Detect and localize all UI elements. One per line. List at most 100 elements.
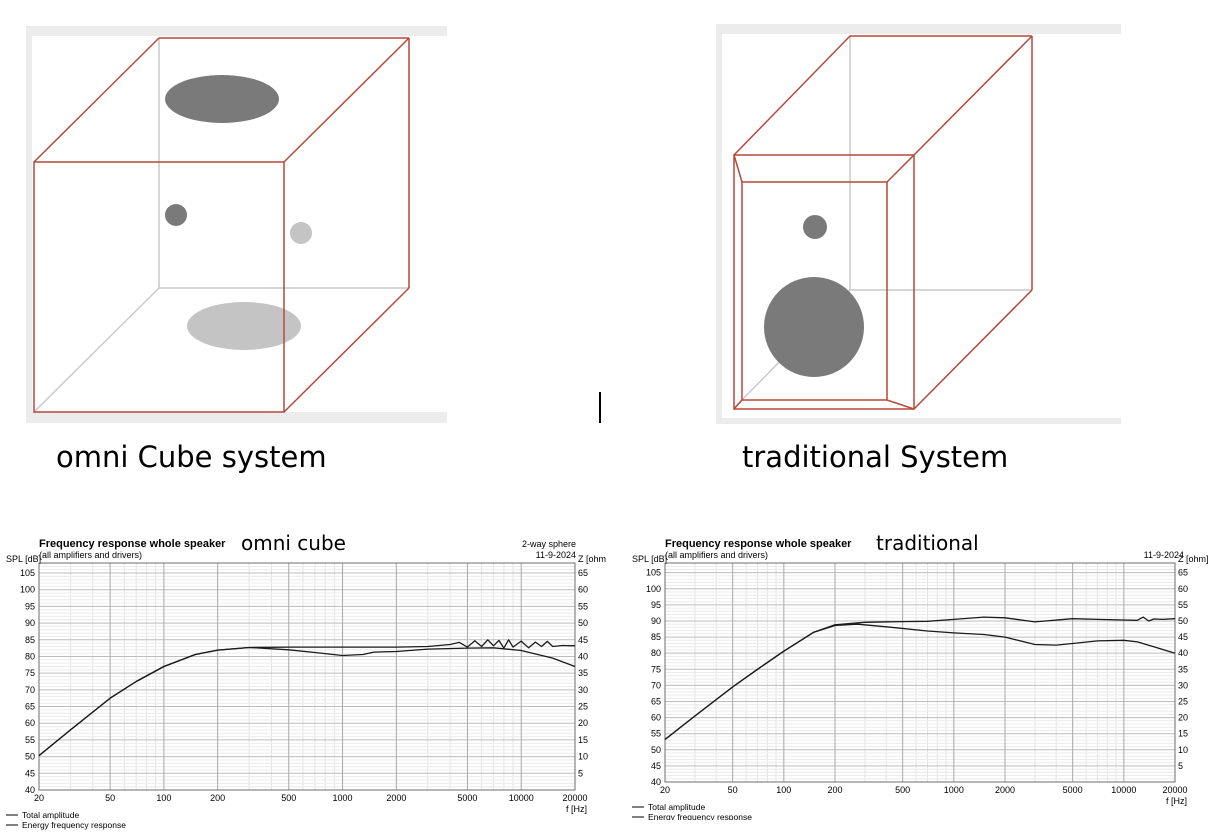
chart-omni: Frequency response whole speaker(all amp…	[0, 532, 609, 837]
omni-caption: omni Cube system	[56, 440, 327, 474]
y2-tick-label: 45	[1178, 632, 1188, 642]
legend-label: Total amplitude	[22, 810, 79, 820]
tweeter-icon	[803, 215, 827, 239]
y-tick-label: 50	[25, 752, 35, 762]
y-tick-label: 45	[25, 768, 35, 778]
traditional-frequency-chart: Frequency response whole speaker(all amp…	[632, 538, 1209, 822]
y2-tick-label: 15	[578, 735, 588, 745]
back-tweeter-icon	[165, 204, 187, 226]
y-tick-label: 90	[25, 618, 35, 628]
y-axis-label: SPL [dB]	[632, 554, 667, 564]
y-tick-label: 70	[651, 680, 661, 690]
y2-axis-label: Z [ohm]	[578, 554, 606, 564]
legend-label: Energy frequency response	[648, 812, 752, 820]
y2-tick-label: 20	[578, 718, 588, 728]
y-tick-label: 70	[25, 685, 35, 695]
y2-tick-label: 25	[578, 702, 588, 712]
y-axis-label: SPL [dB]	[6, 554, 41, 564]
y2-tick-label: 50	[578, 618, 588, 628]
series-energy-response	[664, 623, 1176, 741]
y-tick-label: 85	[651, 632, 661, 642]
y2-tick-label: 10	[578, 752, 588, 762]
y-tick-label: 80	[651, 648, 661, 658]
traditional-box-view	[716, 24, 1121, 424]
y2-tick-label: 40	[1178, 648, 1188, 658]
y2-tick-label: 40	[578, 651, 588, 661]
x-tick-label: 10000	[509, 793, 534, 803]
x-tick-label: 5000	[457, 793, 477, 803]
y2-axis-label: Z [ohm]	[1178, 554, 1209, 564]
x-tick-label: 500	[281, 793, 296, 803]
bottom-driver-icon	[187, 302, 301, 350]
chart-title: Frequency response whole speaker	[39, 538, 226, 550]
y2-tick-label: 5	[1178, 761, 1183, 771]
woofer-icon	[764, 277, 864, 377]
y2-tick-label: 45	[578, 635, 588, 645]
y-tick-label: 95	[651, 600, 661, 610]
y2-tick-label: 65	[1178, 568, 1188, 578]
top-driver-icon	[165, 75, 279, 123]
x-tick-label: 1000	[333, 793, 353, 803]
x-tick-label: 200	[827, 785, 842, 795]
chart-omni-overlay-label: omni cube	[241, 531, 346, 555]
y-tick-label: 75	[651, 664, 661, 674]
y2-tick-label: 55	[1178, 600, 1188, 610]
y2-tick-label: 30	[578, 685, 588, 695]
y-tick-label: 50	[651, 745, 661, 755]
series-total-amplitude	[38, 639, 576, 757]
x-tick-label: 50	[728, 785, 738, 795]
y-tick-label: 100	[20, 585, 35, 595]
y-tick-label: 105	[20, 568, 35, 578]
y2-tick-label: 35	[1178, 664, 1188, 674]
x-tick-label: 1000	[944, 785, 964, 795]
y2-tick-label: 5	[578, 768, 583, 778]
x-tick-label: 2000	[995, 785, 1015, 795]
y-tick-label: 85	[25, 635, 35, 645]
side-tweeter-icon	[290, 222, 312, 244]
x-axis-label: f [Hz]	[1166, 796, 1187, 806]
y2-tick-label: 20	[1178, 713, 1188, 723]
y-tick-label: 55	[25, 735, 35, 745]
x-tick-label: 100	[776, 785, 791, 795]
chart-subtitle: (all amplifiers and drivers)	[39, 550, 142, 560]
y-tick-label: 40	[25, 785, 35, 795]
y2-tick-label: 25	[1178, 696, 1188, 706]
plot-frame	[664, 562, 1176, 783]
omni-cube-view	[26, 26, 447, 423]
x-tick-label: 200	[210, 793, 225, 803]
y2-tick-label: 65	[578, 568, 588, 578]
chart-note: 2-way sphere	[522, 539, 576, 549]
y-tick-label: 105	[646, 568, 661, 578]
series-energy-response	[38, 646, 576, 757]
x-tick-label: 10000	[1111, 785, 1136, 795]
legend-label: Total amplitude	[648, 802, 705, 812]
cube-visible-edges	[33, 37, 410, 413]
y-tick-label: 55	[651, 729, 661, 739]
x-tick-label: 100	[156, 793, 171, 803]
chart-date: 11-9-2024	[536, 550, 576, 560]
x-tick-label: 20000	[1162, 785, 1187, 795]
y-tick-label: 60	[25, 718, 35, 728]
x-tick-label: 2000	[386, 793, 406, 803]
y2-tick-label: 50	[1178, 616, 1188, 626]
x-tick-label: 20	[660, 785, 670, 795]
text-cursor	[599, 392, 601, 423]
plot-frame	[38, 562, 576, 791]
chart-traditional-overlay-label: traditional	[876, 531, 979, 555]
traditional-caption: traditional System	[742, 440, 1009, 474]
y-tick-label: 65	[651, 696, 661, 706]
chart-traditional: Frequency response whole speaker(all amp…	[626, 532, 1216, 825]
y2-tick-label: 60	[1178, 584, 1188, 594]
y2-tick-label: 15	[1178, 729, 1188, 739]
x-tick-label: 5000	[1063, 785, 1083, 795]
x-axis-label: f [Hz]	[566, 804, 587, 814]
x-tick-label: 500	[895, 785, 910, 795]
omni-frequency-chart: Frequency response whole speaker(all amp…	[6, 538, 609, 830]
chart-date: 11-9-2024	[1144, 550, 1184, 560]
y-tick-label: 80	[25, 651, 35, 661]
y-tick-label: 100	[646, 584, 661, 594]
chart-subtitle: (all amplifiers and drivers)	[665, 550, 768, 560]
y-tick-label: 45	[651, 761, 661, 771]
y-tick-label: 90	[651, 616, 661, 626]
y-tick-label: 60	[651, 713, 661, 723]
